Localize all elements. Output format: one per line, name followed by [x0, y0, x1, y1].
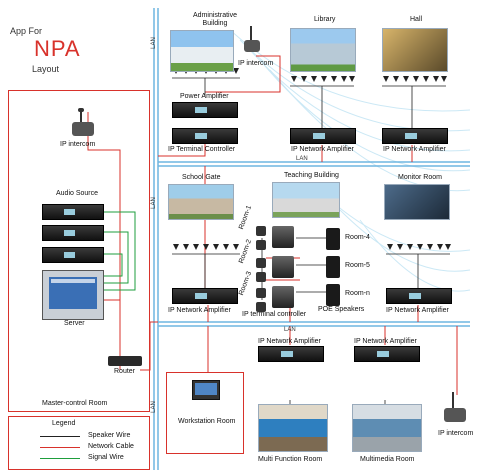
- legend-speaker-label: Speaker Wire: [88, 432, 130, 439]
- audio-source-rack-2: [42, 225, 104, 241]
- room-5-label: Room-5: [345, 262, 370, 269]
- audio-source-label: Audio Source: [56, 190, 98, 197]
- intercom-icon: [244, 26, 260, 54]
- monitor-room-label: Monitor Room: [398, 174, 442, 181]
- terminal-controller-unit: [272, 226, 294, 248]
- legend-title: Legend: [52, 420, 75, 427]
- router-label: Router: [114, 368, 135, 375]
- library-photo: [290, 28, 356, 72]
- ip-terminal-controller-label: IP Terminal Controller: [168, 146, 235, 153]
- audio-source-rack-1: [42, 204, 104, 220]
- intercom-icon: [72, 108, 94, 138]
- ip-intercom-label-bottom: IP intercom: [438, 430, 473, 437]
- terminal-controller-unit: [272, 286, 294, 308]
- speaker-icon: [256, 258, 266, 268]
- poe-speaker-icon: [326, 256, 340, 278]
- teaching-building-label: Teaching Building: [284, 172, 339, 179]
- header-app-for: App For: [10, 26, 42, 36]
- server-icon: [42, 270, 104, 320]
- hall-network-amplifier-label: IP Network Amplifier: [383, 146, 446, 153]
- monitor-room-photo: [384, 184, 450, 220]
- multimedia-room-photo: [352, 404, 422, 452]
- lan-label: LAN: [151, 401, 157, 413]
- hall-photo: [382, 28, 448, 72]
- school-gate-photo: [168, 184, 234, 220]
- header-layout: Layout: [32, 64, 59, 74]
- school-gate-network-amplifier-label: IP Network Amplifier: [168, 307, 231, 314]
- server-label: Server: [64, 320, 85, 327]
- speaker-icon: [256, 240, 266, 250]
- poe-speakers-label: POE Speakers: [318, 306, 364, 313]
- lan-label: LAN: [151, 197, 157, 209]
- legend-signal-line: [40, 458, 80, 459]
- poe-speaker-icon: [326, 284, 340, 306]
- ip-intercom-label-left: IP intercom: [60, 141, 95, 148]
- admin-building-label: Administrative Building: [185, 12, 245, 28]
- legend-signal-label: Signal Wire: [88, 454, 124, 461]
- teaching-building-photo: [272, 182, 340, 218]
- poe-speaker-icon: [326, 228, 340, 250]
- hall-label: Hall: [410, 16, 422, 23]
- legend-network-line: [40, 447, 80, 448]
- multifunction-amplifier-rack: [258, 346, 324, 362]
- terminal-controller-unit: [272, 256, 294, 278]
- speaker-icon: [256, 226, 266, 236]
- admin-building-photo: [170, 30, 234, 72]
- room-n-label: Room-n: [345, 290, 370, 297]
- audio-source-rack-3: [42, 247, 104, 263]
- multimedia-amplifier-rack: [354, 346, 420, 362]
- speaker-icon: [256, 288, 266, 298]
- master-control-room-label: Master-control Room: [42, 400, 107, 407]
- library-label: Library: [314, 16, 335, 23]
- ip-intercom-label-top: IP intercom: [238, 60, 273, 67]
- multifunction-room-photo: [258, 404, 328, 452]
- monitor-network-amplifier-rack: [386, 288, 452, 304]
- ip-terminal-controller-rack: [172, 128, 238, 144]
- multifunction-amplifier-label: IP Network Amplifier: [258, 338, 321, 345]
- router-icon: [108, 356, 142, 366]
- lan-label: LAN: [296, 156, 308, 162]
- legend-speaker-line: [40, 436, 80, 437]
- multifunction-room-label: Multi Function Room: [258, 456, 322, 463]
- monitor-network-amplifier-label: IP Network Amplifier: [386, 307, 449, 314]
- legend-network-label: Network Cable: [88, 443, 134, 450]
- power-amplifier-label: Power Amplifier: [180, 93, 229, 100]
- room-4-label: Room-4: [345, 234, 370, 241]
- power-amplifier-rack: [172, 102, 238, 118]
- multimedia-amplifier-label: IP Network Amplifier: [354, 338, 417, 345]
- header-npa: NPA: [34, 36, 81, 62]
- speaker-icon: [256, 272, 266, 282]
- multimedia-room-label: Multimedia Room: [360, 456, 414, 463]
- library-network-amplifier-label: IP Network Amplifier: [291, 146, 354, 153]
- school-gate-label: School Gate: [182, 174, 221, 181]
- laptop-icon: [192, 380, 220, 400]
- school-gate-network-amplifier-rack: [172, 288, 238, 304]
- lan-label: LAN: [151, 37, 157, 49]
- workstation-room-label: Workstation Room: [178, 418, 235, 425]
- hall-network-amplifier-rack: [382, 128, 448, 144]
- lan-label: LAN: [284, 327, 296, 333]
- ip-terminal-controller-small-label: IP terminal controller: [242, 311, 306, 318]
- intercom-icon: [444, 392, 466, 424]
- library-network-amplifier-rack: [290, 128, 356, 144]
